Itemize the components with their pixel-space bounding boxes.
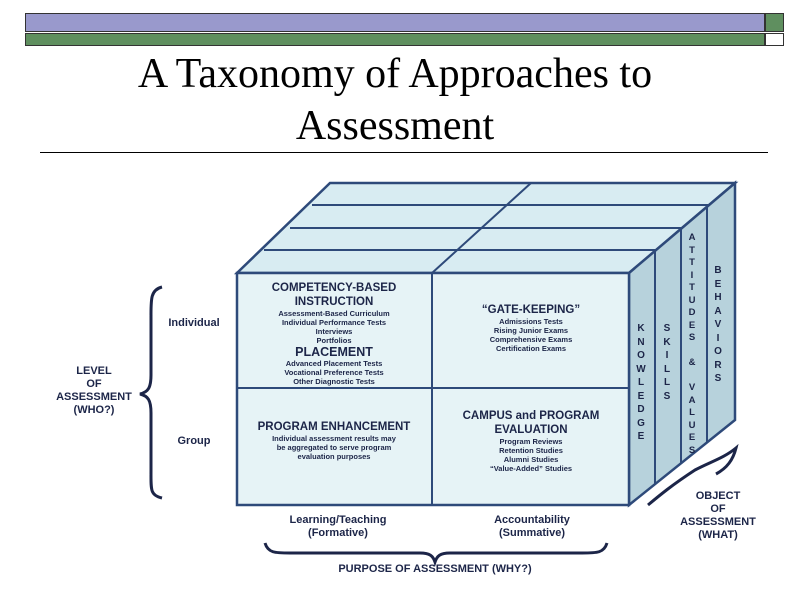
- competency-item: Portfolios: [316, 336, 352, 345]
- gate-keeping-heading: “GATE-KEEPING”: [481, 304, 581, 316]
- top-grid-divider: [431, 182, 532, 274]
- campus-heading-2: EVALUATION: [494, 424, 568, 436]
- object-line-1: OBJECT: [695, 490, 741, 502]
- competency-item: Assessment-Based Curriculum: [278, 309, 390, 318]
- object-label: OBJECT OF ASSESSMENT (WHAT): [668, 490, 768, 542]
- purpose-label: PURPOSE OF ASSESSMENT (WHY?): [338, 563, 532, 575]
- campus-item: “Value-Added” Studies: [489, 464, 573, 473]
- campus-item: Retention Studies: [499, 446, 563, 455]
- competency-item: Interviews: [315, 327, 353, 336]
- placement-item: Advanced Placement Tests: [285, 359, 383, 368]
- campus-item: Alumni Studies: [503, 455, 559, 464]
- title-rule: [40, 152, 768, 153]
- program-enhancement-heading: PROGRAM ENHANCEMENT: [257, 421, 411, 433]
- level-line-4: (WHO?): [73, 404, 115, 416]
- purpose-right-label: Accountability (Summative): [452, 514, 612, 540]
- gate-keeping-item: Comprehensive Exams: [489, 335, 573, 344]
- slide-title: A Taxonomy of Approaches to Assessment: [40, 48, 750, 152]
- header-bar-top: [25, 13, 765, 32]
- title-line-1: A Taxonomy of Approaches to: [137, 51, 653, 97]
- title-line-2: Assessment: [295, 103, 495, 149]
- placement-item: Other Diagnostic Tests: [293, 377, 375, 386]
- cell-competency-placement: COMPETENCY-BASED INSTRUCTION Assessment-…: [240, 281, 428, 386]
- formative-line-1: Learning/Teaching: [289, 514, 387, 526]
- placement-heading: PLACEMENT: [295, 345, 373, 359]
- program-enhancement-item: evaluation purposes: [297, 452, 371, 461]
- side-label-knowledge: K N O W L E D G E: [636, 323, 646, 442]
- object-line-2: OF: [710, 503, 726, 515]
- purpose-left-label: Learning/Teaching (Formative): [258, 514, 418, 540]
- program-enhancement-item: Individual assessment results may: [272, 434, 396, 443]
- placement-item: Vocational Preference Tests: [284, 368, 384, 377]
- side-label-skills: S K I L L S: [663, 323, 671, 402]
- object-line-3: ASSESSMENT: [680, 516, 756, 528]
- level-line-1: LEVEL: [76, 365, 112, 377]
- side-label-behaviors: B E H A V I O R S: [714, 265, 722, 384]
- cell-program-enhancement: PROGRAM ENHANCEMENT Individual assessmen…: [240, 420, 428, 461]
- formative-line-2: (Formative): [308, 527, 368, 539]
- level-line-3: ASSESSMENT: [56, 391, 132, 403]
- competency-heading-1: COMPETENCY-BASED: [271, 282, 397, 294]
- program-enhancement-item: be aggregated to serve program: [276, 443, 392, 452]
- level-brace: [139, 285, 163, 500]
- object-brace: [647, 443, 739, 507]
- competency-item: Individual Performance Tests: [281, 318, 387, 327]
- level-label: LEVEL OF ASSESSMENT (WHO?): [44, 365, 144, 417]
- gate-keeping-item: Certification Exams: [495, 344, 567, 353]
- group-label: Group: [177, 435, 211, 447]
- summative-line-1: Accountability: [494, 514, 570, 526]
- gate-keeping-item: Admissions Tests: [499, 317, 563, 326]
- header-square-top: [765, 13, 784, 32]
- gate-keeping-item: Rising Junior Exams: [493, 326, 569, 335]
- header-bar-bottom: [25, 33, 765, 46]
- object-line-4: (WHAT): [698, 529, 738, 541]
- competency-heading-2: INSTRUCTION: [294, 296, 374, 308]
- cell-campus-evaluation: CAMPUS and PROGRAM EVALUATION Program Re…: [436, 409, 626, 473]
- level-line-2: OF: [86, 378, 102, 390]
- summative-line-2: (Summative): [498, 527, 566, 539]
- cell-gate-keeping: “GATE-KEEPING” Admissions Tests Rising J…: [436, 303, 626, 353]
- side-label-attitudes-values: A T T I T U D E S & V A L U E S: [688, 232, 696, 456]
- purpose-brace: [263, 542, 609, 567]
- campus-heading-1: CAMPUS and PROGRAM: [462, 410, 600, 422]
- campus-item: Program Reviews: [499, 437, 563, 446]
- individual-label: Individual: [168, 317, 220, 329]
- header-square-bottom: [765, 33, 784, 46]
